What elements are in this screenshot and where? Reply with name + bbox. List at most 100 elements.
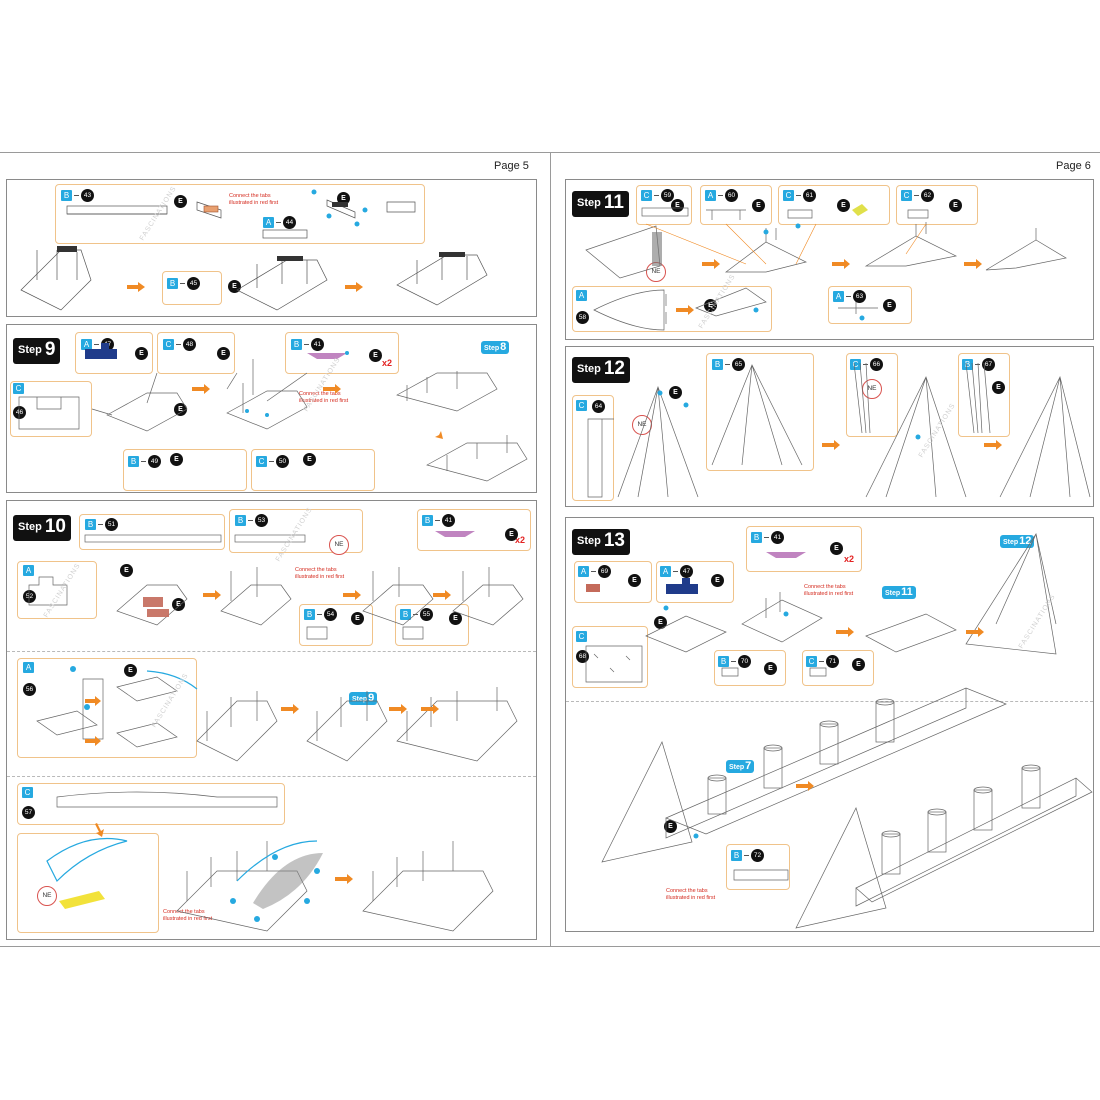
e-marker: E xyxy=(120,564,133,577)
e-marker: E xyxy=(669,386,682,399)
step-reference-badge: Step7 xyxy=(726,760,755,773)
e-marker: E xyxy=(172,598,185,611)
ne-marker: NE xyxy=(329,535,349,555)
assembly-drawings xyxy=(18,343,528,482)
instruction-note: Connect the tabs illustrated in red firs… xyxy=(666,888,716,901)
e-marker: E xyxy=(505,528,518,541)
parts-callout xyxy=(572,286,772,332)
multiplier: x2 xyxy=(382,358,393,368)
e-marker: E xyxy=(883,299,896,312)
e-marker: E xyxy=(449,612,462,625)
instruction-note: Connect the tabs illustrated in red firs… xyxy=(229,193,279,206)
step-reference-badge: Step8 xyxy=(481,341,510,354)
multiplier: x2 xyxy=(844,554,855,564)
assembly-drawings xyxy=(587,362,1091,498)
assembly-drawings xyxy=(28,531,524,932)
parts-callout xyxy=(706,353,814,471)
page-number: Page 5 xyxy=(494,160,529,172)
e-marker: E xyxy=(170,453,183,466)
e-marker: E xyxy=(664,820,677,833)
multiplier: x2 xyxy=(515,535,526,545)
parts-callout xyxy=(79,514,225,550)
e-marker: E xyxy=(351,612,364,625)
divider xyxy=(566,701,1093,702)
divider xyxy=(7,776,536,777)
parts-callout xyxy=(123,449,247,491)
e-marker: E xyxy=(752,199,765,212)
ne-marker: NE xyxy=(37,886,57,906)
e-marker: E xyxy=(174,403,187,416)
parts-callout xyxy=(572,395,614,501)
page-number: Page 6 xyxy=(1056,160,1091,172)
e-marker: E xyxy=(764,662,777,675)
e-marker: E xyxy=(852,658,865,671)
e-marker: E xyxy=(369,349,382,362)
assembly-drawings xyxy=(585,204,1067,331)
e-marker: E xyxy=(830,542,843,555)
step-reference-badge: Step12 xyxy=(1000,535,1035,548)
assembly-drawings xyxy=(20,189,488,311)
e-marker: E xyxy=(303,453,316,466)
e-marker: E xyxy=(124,664,137,677)
e-marker: E xyxy=(704,299,717,312)
instruction-note: Connect the tabs illustrated in red firs… xyxy=(295,567,345,580)
part-label-c64: C xyxy=(576,400,587,411)
e-marker: E xyxy=(174,195,187,208)
e-marker: E xyxy=(671,199,684,212)
e-marker: E xyxy=(992,381,1005,394)
arrow-icon xyxy=(127,282,145,292)
arrow-icon xyxy=(345,282,363,292)
step-reference-badge: Step9 xyxy=(349,692,378,705)
e-marker: E xyxy=(654,616,667,629)
e-marker: E xyxy=(337,192,350,205)
ne-marker: NE xyxy=(632,415,652,435)
e-marker: E xyxy=(135,347,148,360)
e-marker: E xyxy=(949,199,962,212)
parts-callout xyxy=(17,783,285,825)
parts-callout xyxy=(17,833,159,933)
e-marker: E xyxy=(711,574,724,587)
instruction-note: Connect the tabs illustrated in red firs… xyxy=(163,909,213,922)
parts-callout xyxy=(17,658,197,758)
panel-step9: Step9 A47 C48 B41 x2 C46 B49 C50 Connect… xyxy=(6,324,537,493)
divider xyxy=(7,651,536,652)
part-label-c64-number: 64 xyxy=(592,400,605,413)
